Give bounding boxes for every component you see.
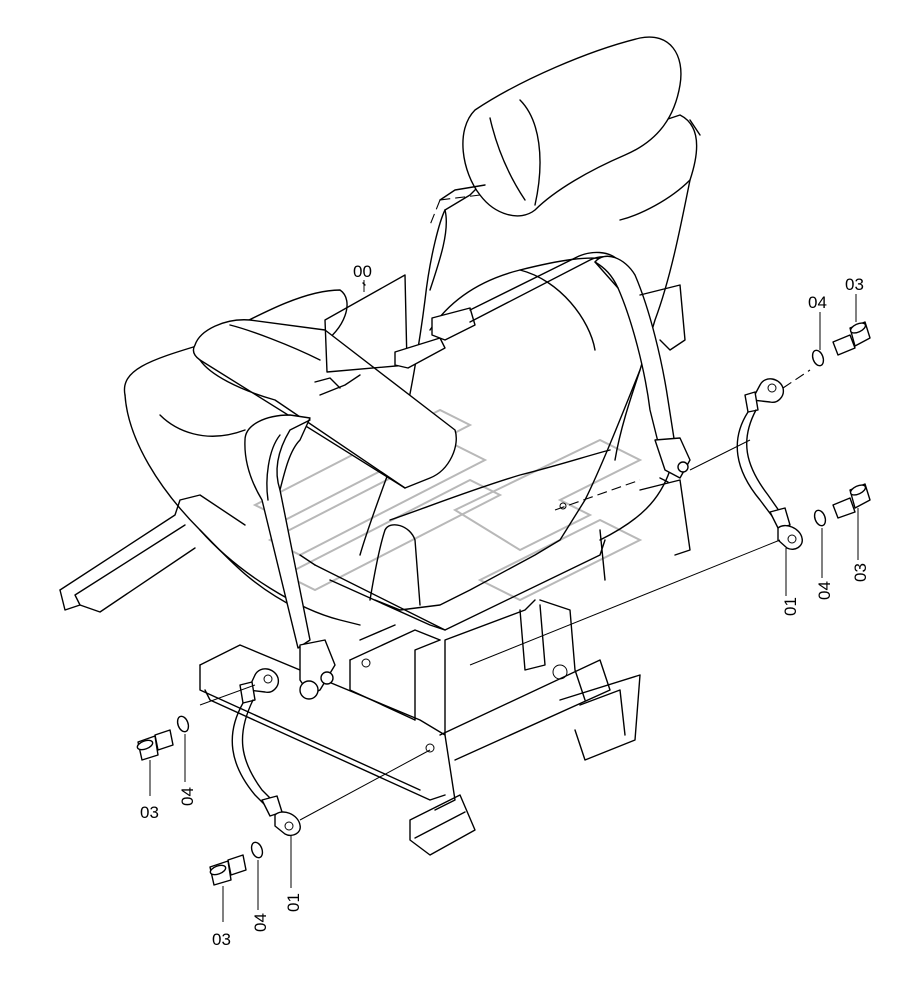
callout-00-seat: 00 bbox=[353, 262, 372, 281]
bolt-left-lower bbox=[209, 854, 247, 886]
callout-04-washer-left-lower: 04 bbox=[251, 913, 270, 932]
callout-04-washer-right-upper: 04 bbox=[808, 293, 827, 312]
armrest bbox=[192, 319, 457, 489]
callout-03-bolt-right-upper: 03 bbox=[845, 275, 864, 294]
seat-back bbox=[359, 114, 701, 611]
leader-lines bbox=[149, 280, 859, 922]
callout-01-strap-right: 01 bbox=[781, 597, 800, 616]
ground-strap-left bbox=[199, 668, 431, 837]
callout-04-washer-right-lower: 04 bbox=[815, 581, 834, 600]
callout-03-bolt-right-lower: 03 bbox=[851, 563, 870, 582]
washer-left-lower bbox=[250, 841, 264, 859]
headrest bbox=[429, 36, 682, 226]
callout-04-washer-left-upper: 04 bbox=[178, 787, 197, 806]
ground-strap-right bbox=[469, 369, 811, 666]
bolt-right-lower bbox=[832, 483, 871, 519]
seat-slide-rails bbox=[59, 494, 641, 856]
bolt-left-upper bbox=[136, 729, 174, 761]
seat-side-bracket bbox=[554, 284, 691, 581]
washer-right-lower bbox=[813, 509, 827, 527]
callout-01-strap-left: 01 bbox=[284, 893, 303, 912]
bolt-right-upper bbox=[832, 321, 871, 356]
callout-03-bolt-left-upper: 03 bbox=[140, 803, 159, 822]
washer-left-upper bbox=[176, 715, 190, 733]
washer-right-upper bbox=[811, 349, 825, 367]
seat-belt-strap-right bbox=[594, 255, 691, 483]
seat-belt-strap-left bbox=[244, 414, 336, 700]
callout-03-bolt-left-lower: 03 bbox=[212, 930, 231, 949]
